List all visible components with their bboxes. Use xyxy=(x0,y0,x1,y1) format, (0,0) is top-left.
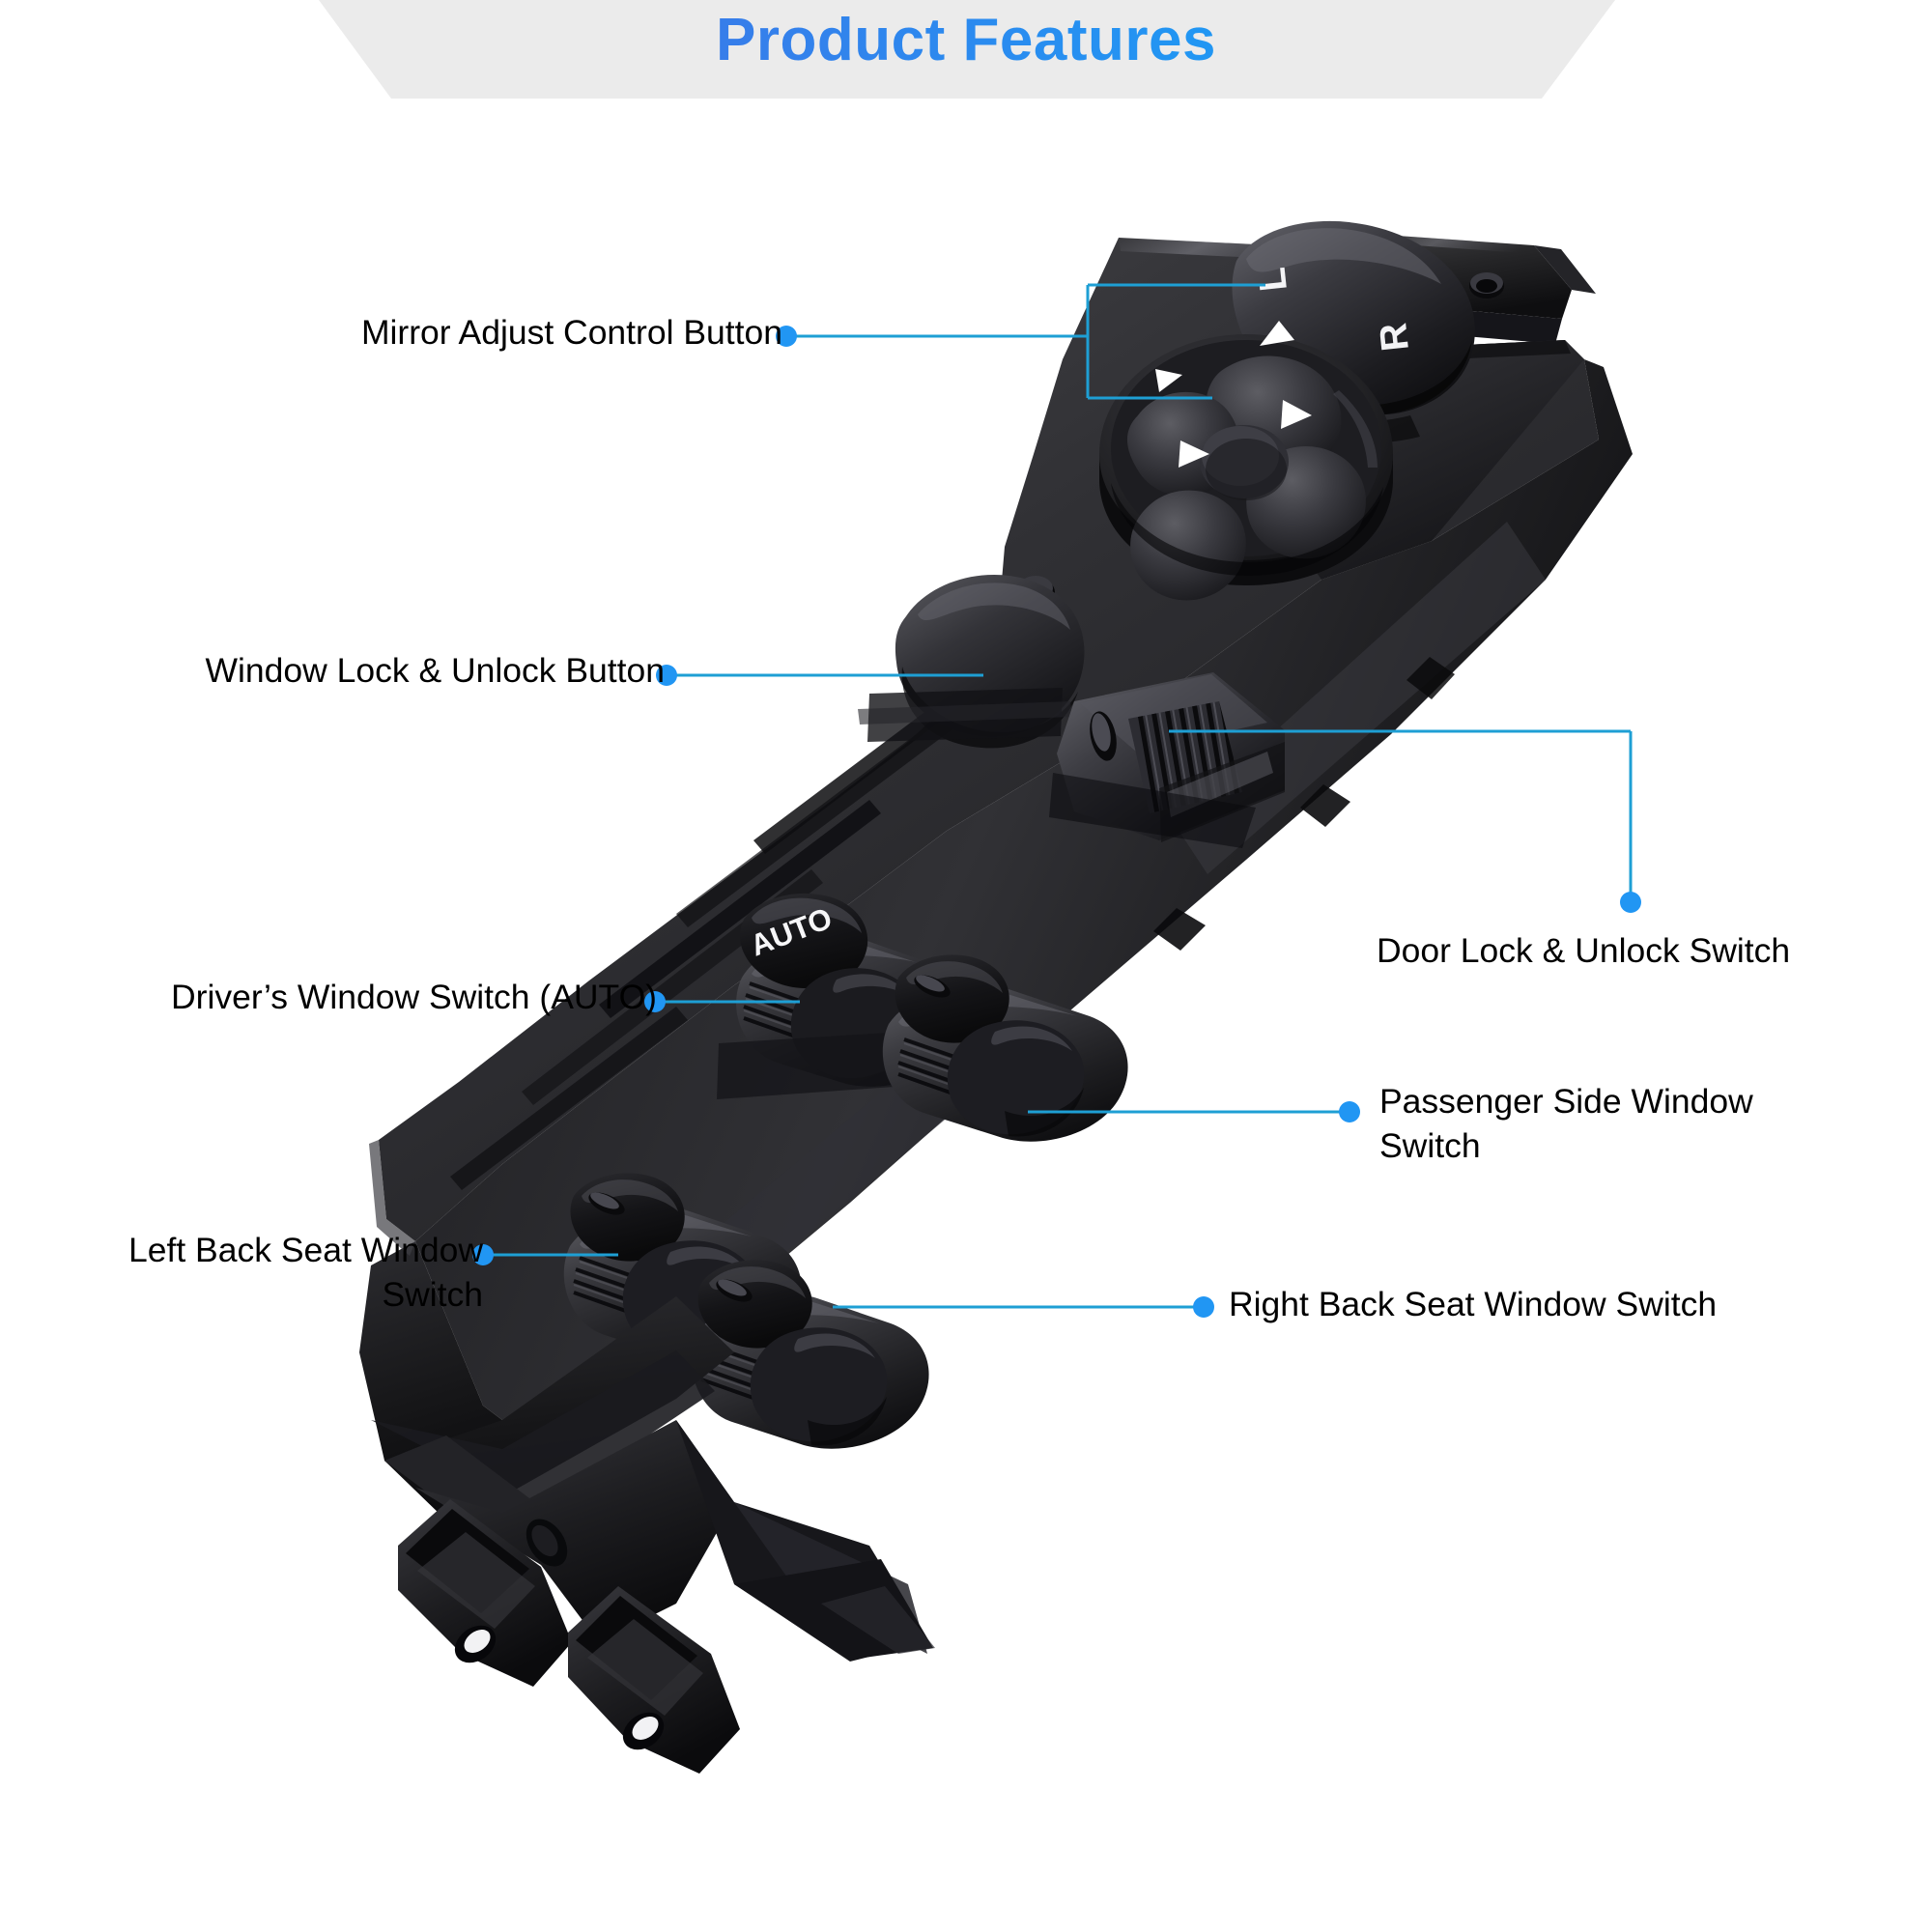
header-banner-shape xyxy=(319,0,1615,99)
mirror-arrow-right xyxy=(1281,400,1312,429)
callout-label-mirror-adjust: Mirror Adjust Control Button xyxy=(360,313,782,352)
mirror-arrow-up xyxy=(1260,321,1294,346)
mirror-arrow-left xyxy=(1155,369,1182,392)
callout-label-left-back-seat: Left Back Seat Window Switch xyxy=(128,1231,483,1314)
header-banner: Product Features xyxy=(0,0,1932,99)
right-back-window-switch xyxy=(691,1260,929,1449)
page-title: Product Features xyxy=(0,6,1932,74)
mirror-direction-pad xyxy=(1099,321,1393,601)
door-lock-switch xyxy=(1049,672,1285,848)
callout-label-driver-window: Driver’s Window Switch (AUTO) xyxy=(171,978,657,1016)
mirror-left-marking: L xyxy=(1251,266,1295,294)
callout-label-window-lock: Window Lock & Unlock Button xyxy=(205,651,665,690)
callout-label-passenger-window: Passenger Side Window Switch xyxy=(1379,1082,1753,1165)
mirror-arrow-down xyxy=(1179,440,1209,468)
mirror-right-marking: R xyxy=(1372,321,1417,353)
mounting-brackets xyxy=(371,1296,935,1774)
passenger-window-switch xyxy=(882,954,1128,1142)
callout-label-door-lock: Door Lock & Unlock Switch xyxy=(1377,931,1791,970)
window-lock-button xyxy=(858,574,1085,749)
callout-label-right-back-seat: Right Back Seat Window Switch xyxy=(1229,1285,1718,1323)
